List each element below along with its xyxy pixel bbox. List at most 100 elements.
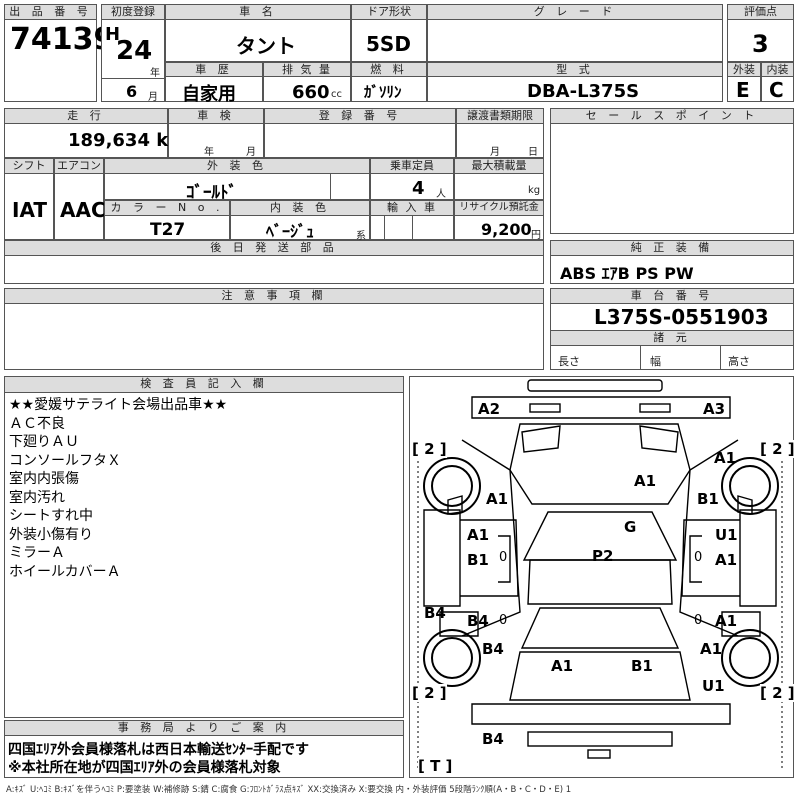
damage-mark: A1 (486, 490, 509, 508)
inspector-note: ★★愛媛サテライト会場出品車★★ (9, 397, 228, 413)
car-name-label: 車 名 (165, 4, 351, 20)
month-unit: 月 (148, 92, 158, 103)
first-registration-cell (101, 4, 165, 102)
tire-depth-front-right: [ 2 ] (760, 440, 795, 458)
year-unit: 年 (150, 68, 160, 79)
office-notice-line2: ※本社所在地が四国ｴﾘｱ外の会員様落札対象 (8, 760, 281, 776)
transfer-deadline-label: 譲渡書類期限 (456, 108, 544, 124)
damage-mark: G (624, 518, 637, 536)
length-label: 長さ (558, 355, 580, 368)
inspector-note: シートすれ中 (9, 508, 93, 524)
width-label: 幅 (650, 355, 661, 368)
inspector-note: ホイールカバーＡ (9, 563, 121, 580)
model-value: DBA-L375S (527, 81, 640, 102)
zero-mark: 0 (499, 550, 508, 565)
damage-mark: A1 (467, 526, 490, 544)
zero-mark: 0 (499, 613, 508, 628)
tire-depth-rear-right: [ 2 ] (760, 684, 795, 702)
color-number-label: カ ラ ー N o . (104, 200, 230, 216)
color-number-value: T27 (150, 220, 186, 240)
recycle-deposit-unit: 円 (531, 230, 541, 241)
era-letter: H (105, 24, 121, 45)
damage-mark: B4 (467, 612, 489, 630)
history-label: 車 歴 (165, 62, 263, 77)
inspector-note: 下廻りＡＵ (9, 434, 79, 450)
max-load-label: 最大積載量 (454, 158, 544, 174)
genuine-equipment-label: 純 正 装 備 (550, 240, 794, 256)
recycle-deposit-value: 9,200 (481, 220, 532, 239)
max-load-unit: kg (528, 185, 541, 196)
registration-year: 24 (116, 36, 153, 66)
zero-mark: 0 (694, 550, 703, 565)
shift-value: IAT (12, 198, 48, 222)
inspector-note: 室内汚れ (9, 489, 65, 506)
damage-mark: A1 (715, 551, 738, 569)
damage-mark: B4 (482, 730, 504, 748)
zero-mark: 0 (694, 613, 703, 628)
damage-mark: B1 (467, 551, 489, 569)
mileage-label: 走 行 (4, 108, 168, 124)
registration-month: 6 (126, 82, 138, 101)
specs-label: 諸 元 (550, 330, 794, 346)
damage-mark: A3 (703, 400, 726, 418)
interior-color-label: 内 装 色 (230, 200, 370, 216)
interior-color-suffix: 系 (356, 231, 366, 242)
door-type: 5SD (366, 32, 411, 56)
damage-mark: A1 (700, 640, 723, 658)
fuel-label: 燃 料 (351, 62, 427, 77)
trunk-mark: [ T ] (418, 757, 453, 775)
ac-label: エアコン (54, 158, 104, 174)
model-label: 型 式 (427, 62, 723, 77)
registration-number-label: 登 録 番 号 (264, 108, 456, 124)
damage-mark: A2 (478, 400, 501, 418)
exterior-color-label: 外 装 色 (104, 158, 370, 174)
damage-mark: B1 (697, 490, 719, 508)
first-registration-label: 初度登録 (101, 4, 165, 20)
damage-mark: B4 (482, 640, 504, 658)
transfer-month-unit: 月 (490, 147, 500, 158)
lot-number-cell (4, 4, 97, 102)
damage-mark: A1 (551, 657, 574, 675)
recycle-deposit-label: リサイクル預託金 (454, 200, 544, 216)
later-parts-label: 後 日 発 送 部 品 (4, 240, 544, 256)
capacity-unit: 人 (436, 189, 446, 200)
sales-point-cell (550, 108, 794, 234)
office-notice-line1: 四国ｴﾘｱ外会員様落札は西日本輸送ｾﾝﾀｰ手配です (8, 742, 309, 758)
mileage-value: 189,634 km (68, 130, 187, 151)
inspection-month-unit: 月 (246, 147, 256, 158)
inspector-notes-label: 検 査 員 記 入 欄 (4, 376, 404, 393)
damage-mark: P2 (592, 547, 614, 565)
capacity-label: 乗車定員 (370, 158, 454, 174)
lot-number: 74139 (10, 22, 115, 57)
damage-mark: U1 (702, 677, 725, 695)
inspector-note: 外装小傷有り (9, 526, 93, 543)
inspection-label: 車 検 (168, 108, 264, 124)
chassis-number: L375S-0551903 (594, 305, 769, 329)
inspector-note: 室内内張傷 (9, 471, 79, 487)
displacement-value: 660 (292, 82, 330, 103)
score-label: 評価点 (727, 4, 794, 20)
damage-mark: A1 (715, 612, 738, 630)
exterior-grade-label: 外装 (727, 62, 761, 77)
chassis-label: 車 台 番 号 (550, 288, 794, 304)
history-value: 自家用 (182, 84, 236, 105)
damage-mark: A1 (634, 472, 657, 490)
sales-point-label: セ ー ル ス ポ イ ン ト (550, 108, 794, 124)
inspector-notes-panel (4, 376, 404, 718)
score-value: 3 (752, 30, 769, 58)
genuine-equipment-value: ABS ｴｱB PS PW (560, 264, 694, 283)
car-name: タント (236, 34, 296, 58)
office-notice-label: 事 務 局 よ り ご 案 内 (4, 720, 404, 736)
exterior-grade: E (736, 78, 750, 102)
tire-depth-rear-left: [ 2 ] (412, 684, 447, 702)
capacity-value: 4 (412, 178, 425, 199)
interior-grade-label: 内装 (761, 62, 794, 77)
inspector-note: コンソールフタＸ (9, 452, 121, 469)
damage-mark: B4 (424, 604, 446, 622)
lot-number-label: 出 品 番 号 (4, 4, 97, 20)
inspector-notes-list: ★★愛媛サテライト会場出品車★★ ＡＣ不良 下廻りＡＵ コンソールフタＸ 室内内… (9, 396, 227, 581)
inspector-note: ＡＣ不良 (9, 415, 65, 432)
legend-text: A:ｷｽﾞ U:ﾍｺﾐ B:ｷｽﾞを伴うﾍｺﾐ P:要塗装 W:補修跡 S:錆 … (6, 785, 572, 795)
shift-label: シフト (4, 158, 54, 174)
